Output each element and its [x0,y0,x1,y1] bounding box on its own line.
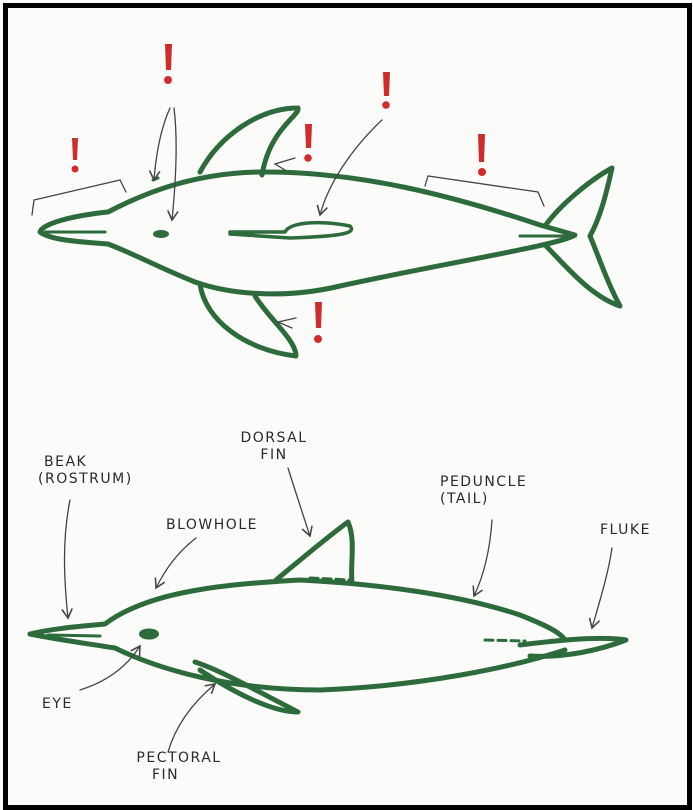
label-blowhole: BLOWHOLE [166,517,258,534]
top-dolphin-dorsal-fin [200,108,298,175]
label-dorsal-fin: DORSAL FIN [234,430,314,464]
peduncle-bracket [425,176,544,206]
top-dolphin-body [40,172,575,294]
dorsal-gap-mark [275,158,295,170]
label-pectoral-line1: PECTORAL [124,750,234,767]
top-dolphin-dorsal-patch [230,223,351,238]
label-peduncle-line1: PEDUNCLE [440,474,560,491]
warning-icon [382,72,390,109]
label-dorsal-line1: DORSAL [234,430,314,447]
pectoral-pointer [168,684,215,752]
warning-icon [314,302,322,343]
bottom-dolphin [30,522,626,712]
dorsal-pointer [288,468,310,536]
warning-icon [164,44,172,84]
eye-pointer [172,108,176,220]
blowhole-pointer [154,108,170,180]
label-beak: BEAK (ROSTRUM) [38,454,168,488]
warning-icon [304,124,312,162]
bottom-dolphin-fluke [520,638,626,656]
label-dorsal-line2: FIN [234,447,314,464]
bottom-dolphin-eye [140,630,158,639]
beak-pointer [65,500,71,618]
label-peduncle-line2: (TAIL) [440,491,560,508]
label-fluke: FLUKE [600,522,651,539]
top-dolphin-eye [154,231,168,237]
bottom-annotations [65,468,613,752]
bottom-dolphin-back [30,580,565,640]
warning-icon [72,138,79,173]
bottom-dolphin-dorsal-fin [276,522,352,582]
fluke-pointer [592,548,612,628]
label-beak-line1: BEAK [38,454,168,471]
blowhole-pointer [156,538,196,588]
label-eye: EYE [42,696,73,713]
label-pectoral-line2: FIN [124,767,234,784]
label-peduncle: PEDUNCLE (TAIL) [440,474,560,508]
top-dolphin [40,108,620,356]
label-pectoral-fin: PECTORAL FIN [124,750,234,784]
bottom-dolphin-belly [30,634,565,690]
label-beak-line2: (ROSTRUM) [38,471,168,488]
peduncle-pointer [474,520,492,596]
warning-icon [478,134,486,176]
patch-pointer [320,120,382,215]
